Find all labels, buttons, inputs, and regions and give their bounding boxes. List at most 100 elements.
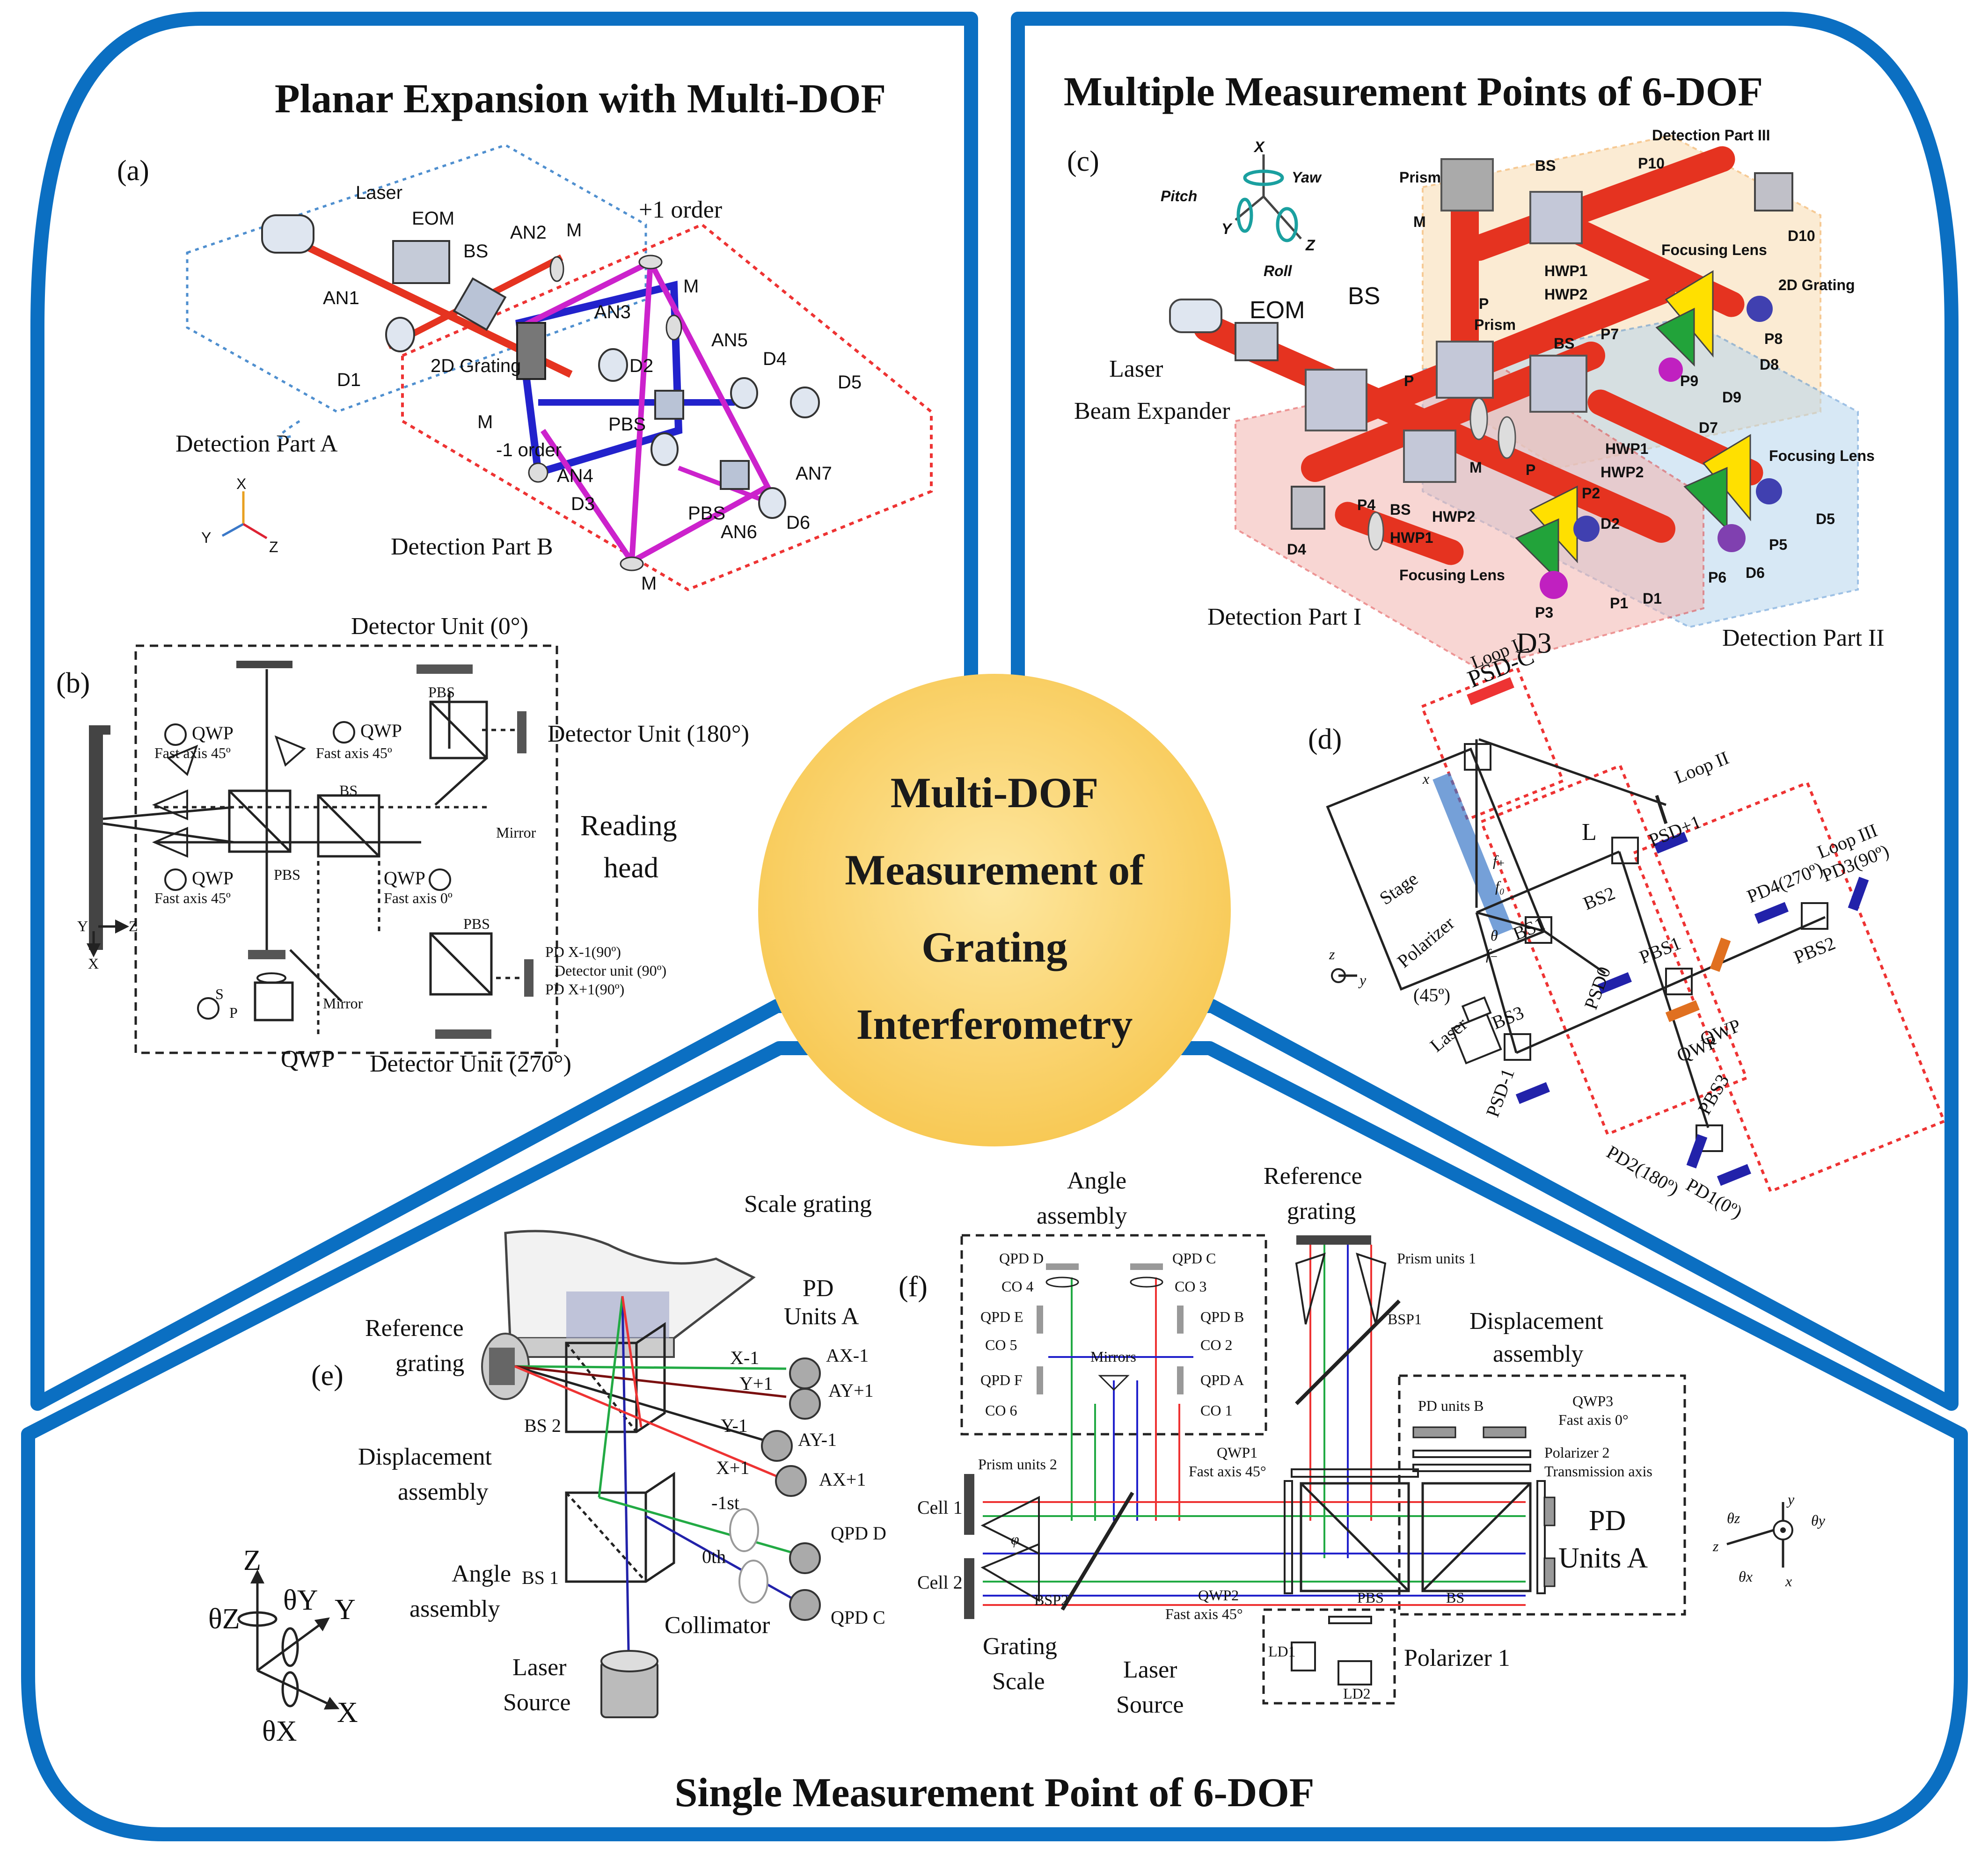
svg-text:Fast axis 45°: Fast axis 45°	[1165, 1605, 1243, 1622]
pd-unit-ay-1	[761, 1430, 793, 1462]
svg-text:assembly: assembly	[1037, 1203, 1127, 1229]
svg-text:QPD D: QPD D	[999, 1250, 1044, 1267]
svg-text:Collimator: Collimator	[665, 1612, 770, 1639]
svg-text:AN1: AN1	[323, 288, 359, 308]
pd-units-b-2	[1483, 1426, 1527, 1438]
detector-d5	[790, 387, 820, 418]
pbs-b3	[429, 932, 493, 996]
svg-text:P1: P1	[1610, 595, 1628, 612]
panel-a: (a) Laser EOM BS AN2	[117, 144, 933, 594]
center-line-3: Grating	[921, 923, 1067, 971]
qwp2-f	[1284, 1480, 1293, 1594]
frame-top-right	[1011, 12, 1959, 1411]
svg-text:(45º): (45º)	[1413, 985, 1450, 1006]
svg-text:X-1: X-1	[730, 1347, 759, 1368]
svg-text:Laser: Laser	[1109, 356, 1163, 382]
svg-text:AX-1: AX-1	[826, 1345, 869, 1366]
blue-beam-loop	[515, 280, 683, 478]
svg-text:Prism: Prism	[1474, 316, 1516, 333]
psd-c	[1467, 677, 1514, 705]
grating-2d	[516, 322, 546, 380]
svg-text:QWP1: QWP1	[1217, 1444, 1257, 1461]
frame-top-left	[30, 12, 978, 1411]
svg-text:CO 6: CO 6	[985, 1402, 1017, 1419]
svg-text:HWP2: HWP2	[1432, 508, 1475, 525]
svg-text:D9: D9	[1722, 389, 1741, 406]
prism-units-1-left	[1295, 1252, 1326, 1325]
svg-text:D3: D3	[571, 494, 595, 514]
svg-text:BS: BS	[1554, 335, 1574, 352]
svg-text:PBS: PBS	[688, 503, 725, 524]
panel-d: (d)	[1308, 635, 1946, 1223]
svg-text:BS: BS	[1348, 283, 1380, 310]
svg-text:EOM: EOM	[412, 208, 454, 229]
detector-unit-180	[517, 711, 526, 753]
svg-text:D6: D6	[1746, 564, 1765, 581]
svg-text:P: P	[229, 1004, 238, 1021]
svg-text:D4: D4	[1287, 541, 1306, 558]
svg-text:L: L	[1582, 819, 1597, 846]
svg-text:PD2(180º): PD2(180º)	[1603, 1141, 1683, 1199]
svg-text:Fast axis 45º: Fast axis 45º	[154, 890, 231, 906]
detector-unit-0	[417, 664, 473, 674]
laser-c	[1169, 299, 1222, 333]
svg-text:P5: P5	[1769, 536, 1787, 553]
bs-c4	[1403, 430, 1456, 483]
svg-text:assembly: assembly	[1493, 1341, 1584, 1367]
detector-c-d4	[1291, 486, 1325, 530]
prism-c1	[1440, 158, 1494, 212]
svg-text:z: z	[1329, 946, 1335, 963]
svg-text:BS3: BS3	[1489, 1002, 1527, 1034]
svg-text:Stage: Stage	[1375, 868, 1422, 909]
pd-units-a-1	[1543, 1496, 1556, 1526]
pd-unit-ax-1	[789, 1357, 821, 1389]
pd-unit-ax+1	[775, 1465, 807, 1497]
pbs-b1	[228, 789, 292, 853]
svg-text:y: y	[1786, 1491, 1795, 1508]
panel-f: (f)	[899, 1163, 1826, 1718]
center-circle	[758, 674, 1231, 1146]
svg-text:BS: BS	[1535, 157, 1556, 174]
svg-text:QPD B: QPD B	[1200, 1308, 1244, 1325]
detector-d1	[385, 317, 415, 352]
svg-text:HWP2: HWP2	[1601, 464, 1644, 481]
stage-box	[1326, 747, 1546, 991]
lens-l	[1655, 795, 1668, 824]
svg-text:P6: P6	[1708, 569, 1726, 586]
bs-b	[317, 794, 380, 858]
svg-text:Polarizer 1: Polarizer 1	[1404, 1645, 1510, 1671]
svg-text:Detection Part B: Detection Part B	[391, 533, 553, 560]
mirror-b2	[289, 949, 343, 1002]
svg-text:AN3: AN3	[594, 302, 631, 322]
svg-text:Detector Unit (270°): Detector Unit (270°)	[370, 1051, 571, 1077]
svg-text:Reading: Reading	[580, 810, 677, 842]
svg-text:Cell 1: Cell 1	[917, 1497, 963, 1518]
long-grating	[89, 725, 103, 950]
svg-text:Reference: Reference	[1264, 1163, 1362, 1189]
svg-text:Loop II: Loop II	[1672, 747, 1732, 788]
svg-text:QWP: QWP	[192, 722, 234, 744]
svg-text:Mirrors: Mirrors	[1090, 1348, 1136, 1365]
svg-text:Transmission axis: Transmission axis	[1544, 1463, 1652, 1480]
qwp1-f	[1291, 1468, 1419, 1478]
pd4-d	[1754, 902, 1789, 924]
svg-text:AY-1: AY-1	[798, 1429, 837, 1450]
pd-units-b-1	[1412, 1426, 1456, 1438]
svg-text:Laser: Laser	[356, 182, 402, 203]
svg-text:D2: D2	[629, 356, 653, 376]
svg-text:z: z	[1712, 1538, 1719, 1554]
svg-text:PBS: PBS	[608, 414, 646, 435]
svg-text:Z: Z	[243, 1545, 261, 1576]
tag-d: (d)	[1308, 723, 1342, 755]
svg-text:Fast axis 0°: Fast axis 0°	[1558, 1411, 1629, 1428]
svg-text:AN6: AN6	[721, 522, 757, 542]
svg-text:M: M	[641, 573, 657, 594]
svg-text:Prism units 2: Prism units 2	[978, 1456, 1057, 1473]
svg-text:CO 3: CO 3	[1175, 1278, 1206, 1295]
svg-text:Detector Unit (0°): Detector Unit (0°)	[351, 613, 528, 640]
svg-text:θ: θ	[1491, 927, 1498, 944]
svg-text:AN4: AN4	[557, 466, 593, 486]
svg-text:D7: D7	[1699, 419, 1718, 436]
svg-text:M: M	[477, 412, 493, 432]
